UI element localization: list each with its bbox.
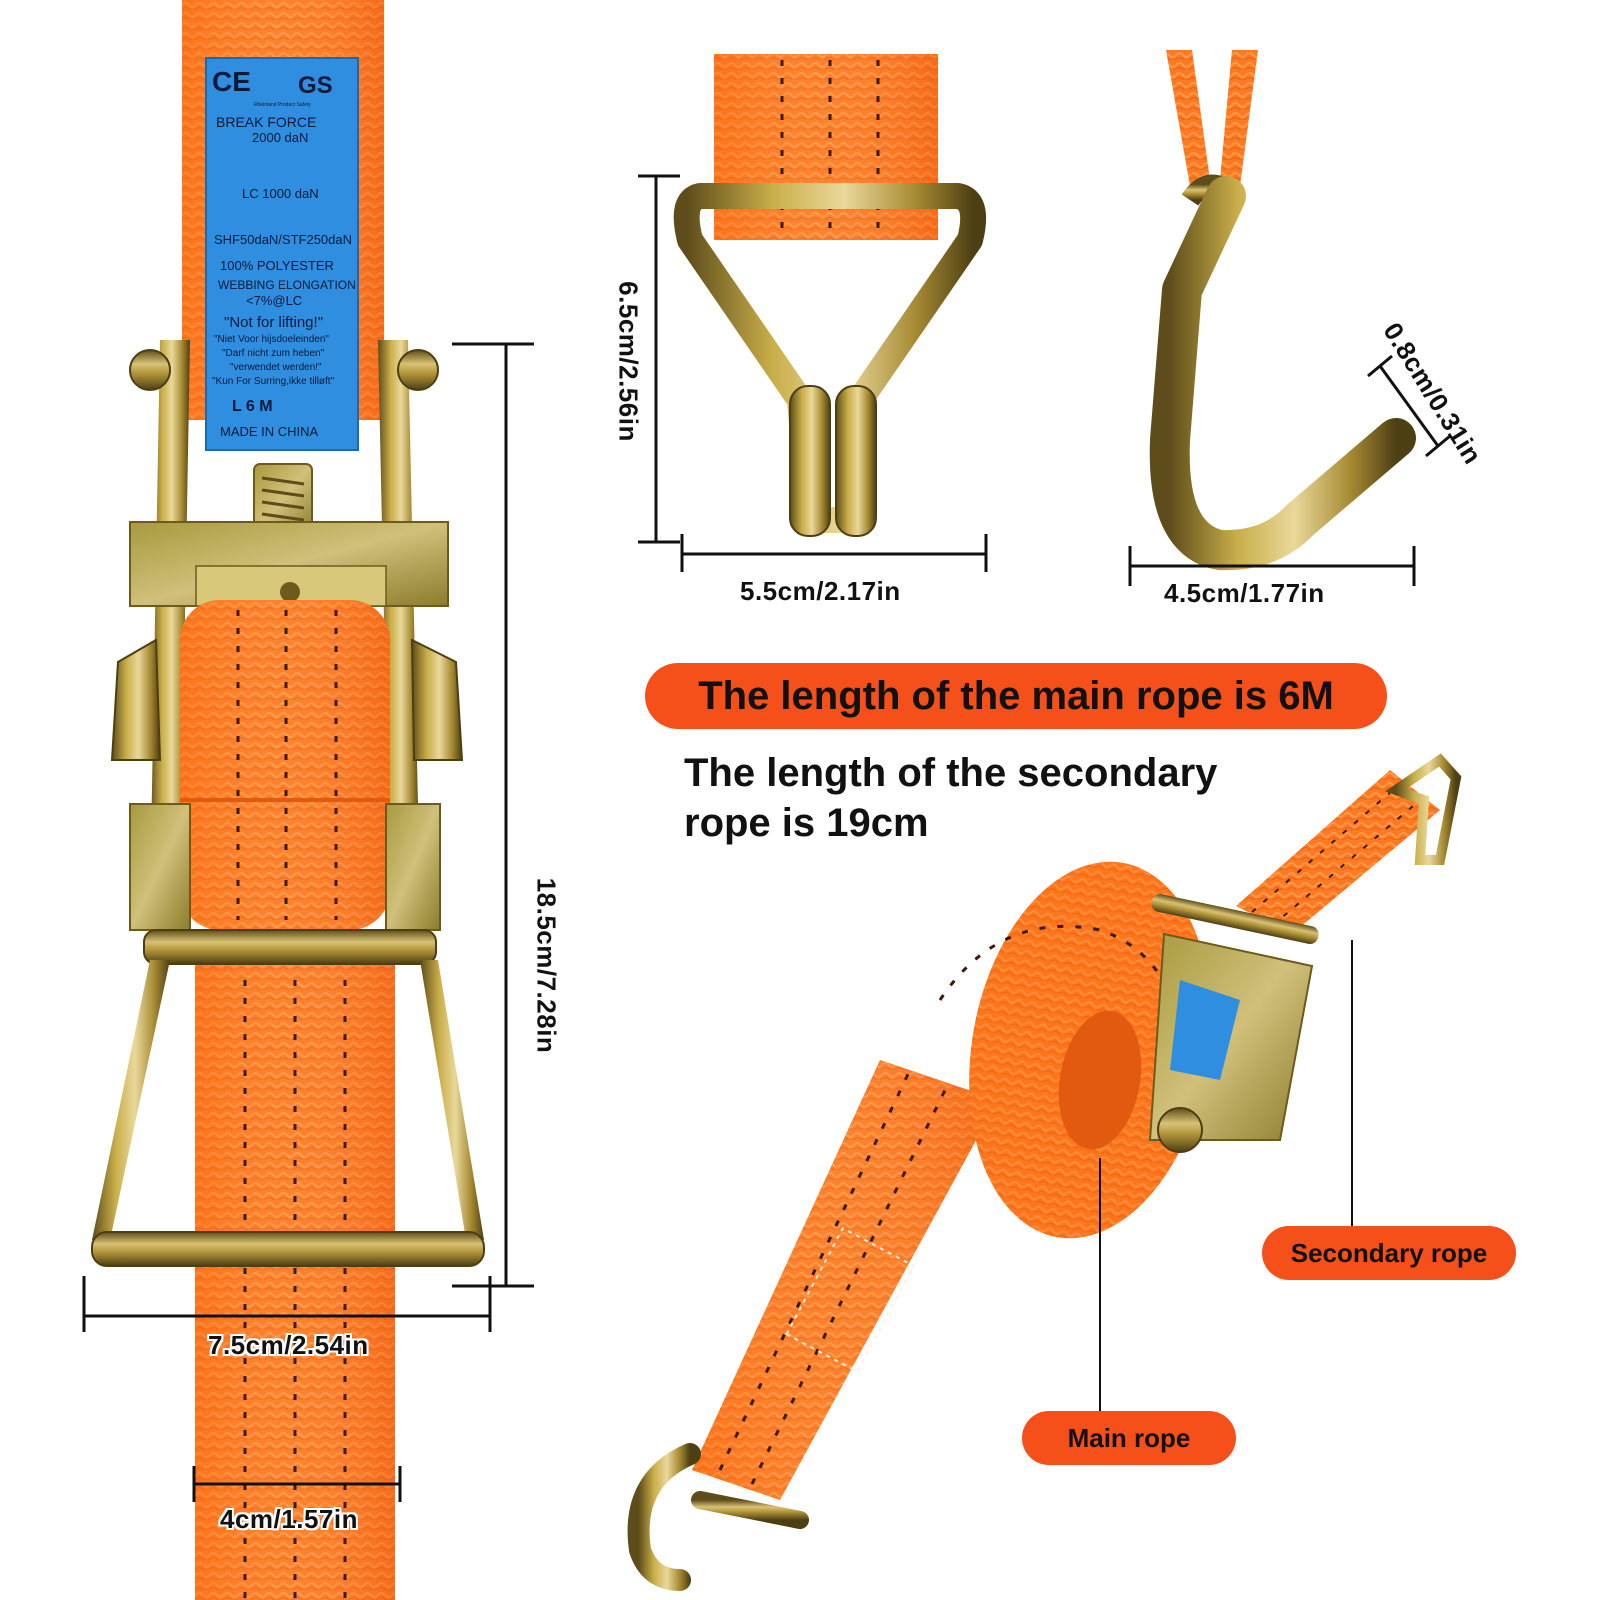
tag-warning-nl: "Niet Voor hijsdoeleinden" (214, 334, 329, 345)
tag-break-force-value: 2000 daN (252, 130, 309, 145)
tag-warning-de1: "Darf nicht zum heben" (222, 348, 325, 359)
main-rope-callout: Main rope (1067, 1422, 1191, 1453)
tag-warning-de2: "verwendet werden!" (230, 362, 322, 373)
tag-lc: LC 1000 daN (242, 186, 319, 201)
secondary-rope-callout: Secondary rope (1290, 1237, 1488, 1268)
double-hook-width-label: 5.5cm/2.17in (740, 576, 901, 606)
secondary-rope-headline: The length of the secondary rope is 19cm (684, 748, 1304, 848)
double-j-hook-icon (673, 54, 986, 537)
tag-length-code: L 6 M (232, 398, 273, 415)
coiled-strap-icon (627, 753, 1462, 1591)
ratchet-height-label: 18.5cm/7.28in (531, 877, 562, 1054)
strap-width-label: 4cm/1.57in (220, 1504, 358, 1534)
rheinland-mark: Rheinland Product Safety (254, 102, 311, 108)
ratchet-width-label: 7.5cm/2.54in (208, 1330, 369, 1360)
tag-warning: "Not for lifting!" (224, 314, 324, 331)
tag-elongation-value: <7%@LC (246, 293, 303, 308)
ratchet-icon (91, 0, 485, 1600)
j-hook-width-label: 4.5cm/1.77in (1164, 578, 1325, 608)
tag-origin: MADE IN CHINA (220, 424, 319, 439)
main-rope-headline: The length of the main rope is 6M (698, 673, 1334, 718)
callout-leader-lines (1099, 940, 1353, 1414)
tag-shf: SHF50daN/STF250daN (214, 232, 353, 247)
double-hook-height-label: 6.5cm/2.56in (613, 281, 644, 442)
j-hook-icon (1149, 50, 1416, 571)
secondary-rope-headline-line1: The length of the secondary (684, 751, 1218, 795)
j-hook-dimension-lines (1128, 354, 1451, 586)
tag-elongation: WEBBING ELONGATION (218, 278, 356, 292)
tag-break-force: BREAK FORCE (216, 114, 317, 130)
gs-mark: GS (298, 72, 333, 99)
tag-warning-no: "Kun For Surring,ikke tilløft" (212, 376, 335, 387)
secondary-rope-headline-line2: rope is 19cm (684, 801, 929, 845)
double-hook-dimension-lines (638, 174, 988, 572)
ce-mark: CE (212, 66, 251, 97)
main-rope-callout-bg (1022, 1411, 1236, 1465)
ratchet-dimension-lines (82, 342, 534, 1502)
main-rope-pill-bg (645, 663, 1387, 729)
tag-material: 100% POLYESTER (220, 258, 334, 273)
secondary-rope-callout-bg (1262, 1226, 1516, 1280)
